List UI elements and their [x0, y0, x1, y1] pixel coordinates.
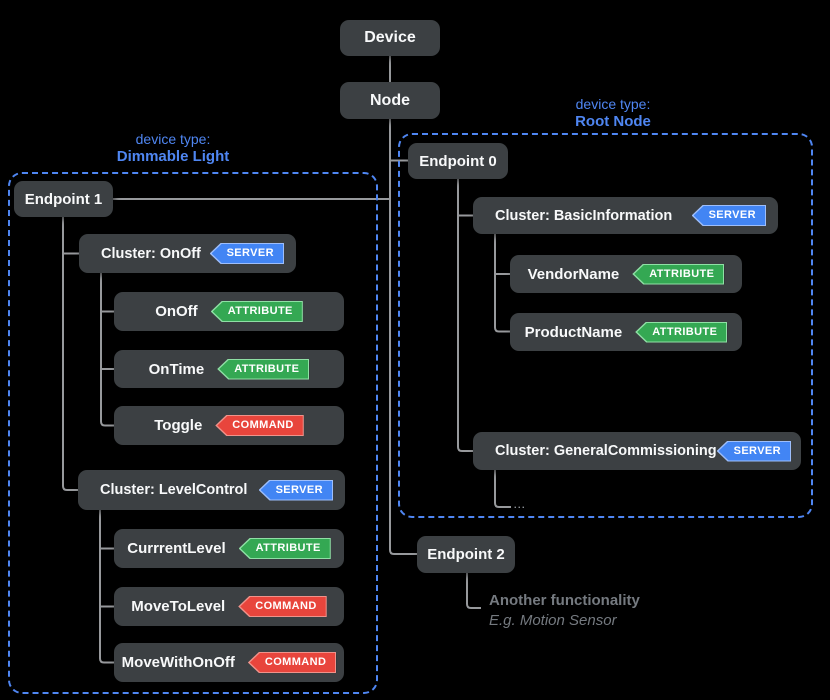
node-label: CurrrentLevel [127, 540, 226, 557]
node-onoff-attribute: OnOff ATTRIBUTE [114, 292, 344, 331]
more-clusters-ellipsis: ... [514, 500, 527, 510]
command-badge: COMMAND [247, 652, 337, 673]
node-movewithonoff-command: MoveWithOnOff COMMAND [114, 643, 344, 682]
group-label-dimmable-light: device type: Dimmable Light [53, 131, 293, 166]
attribute-badge: ATTRIBUTE [635, 321, 728, 343]
node-vendorname-attribute: VendorName ATTRIBUTE [510, 255, 742, 293]
node-endpoint-0: Endpoint 0 [408, 143, 508, 179]
node-endpoint-2: Endpoint 2 [417, 536, 515, 573]
attribute-badge: ATTRIBUTE [217, 358, 310, 380]
node-label: Cluster: BasicInformation [495, 207, 673, 224]
node-movetolevel-command: MoveToLevel COMMAND [114, 587, 344, 626]
endpoint-2-note: Another functionality E.g. Motion Sensor [489, 591, 640, 630]
server-badge: SERVER [258, 479, 333, 501]
node-cluster-basicinformation: Cluster: BasicInformation SERVER [473, 197, 778, 234]
node-label: MoveToLevel [131, 598, 226, 615]
node-label: ProductName [524, 323, 623, 341]
node-label: Device [364, 29, 416, 46]
node-label: Endpoint 1 [24, 190, 103, 208]
server-badge: SERVER [209, 243, 284, 264]
node-label: Cluster: OnOff [101, 245, 201, 262]
device-type-prefix: device type: [135, 131, 211, 147]
group-label-root-node: device type: Root Node [493, 96, 733, 131]
node-cluster-generalcommissioning: Cluster: GeneralCommissioning SERVER [473, 432, 801, 470]
attribute-badge: ATTRIBUTE [238, 538, 331, 559]
node-ontime-attribute: OnTime ATTRIBUTE [114, 350, 344, 388]
node-label: Endpoint 0 [419, 152, 497, 170]
command-badge: COMMAND [238, 596, 327, 617]
node-label: Endpoint 2 [427, 546, 505, 563]
note-line-1: Another functionality [489, 592, 640, 609]
node-label: Cluster: GeneralCommissioning [495, 443, 717, 459]
node-currrentlevel-attribute: CurrrentLevel ATTRIBUTE [114, 529, 344, 568]
device-type-name: Root Node [575, 112, 651, 130]
note-line-2: E.g. Motion Sensor [489, 611, 617, 629]
node-toggle-command: Toggle COMMAND [114, 406, 344, 445]
server-badge: SERVER [691, 205, 766, 226]
device-type-prefix: device type: [575, 96, 651, 112]
node-label: VendorName [527, 265, 620, 283]
node-label: Cluster: LevelControl [100, 482, 248, 498]
node-device: Device [340, 20, 440, 56]
attribute-badge: ATTRIBUTE [210, 301, 303, 322]
node-label: MoveWithOnOff [121, 654, 235, 671]
node-cluster-onoff: Cluster: OnOff SERVER [79, 234, 296, 273]
device-type-name: Dimmable Light [116, 147, 230, 165]
node-label: OnOff [155, 303, 198, 320]
node-productname-attribute: ProductName ATTRIBUTE [510, 313, 742, 351]
server-badge: SERVER [716, 440, 792, 462]
group-dimmable-light [8, 172, 378, 694]
node-endpoint-1: Endpoint 1 [14, 181, 113, 217]
attribute-badge: ATTRIBUTE [632, 263, 725, 285]
node-cluster-levelcontrol: Cluster: LevelControl SERVER [78, 470, 345, 510]
node-label: OnTime [148, 360, 205, 378]
node-label: Node [370, 91, 410, 109]
node-node: Node [340, 82, 440, 119]
command-badge: COMMAND [215, 415, 304, 436]
group-root-node [398, 133, 813, 518]
node-label: Toggle [154, 417, 203, 434]
